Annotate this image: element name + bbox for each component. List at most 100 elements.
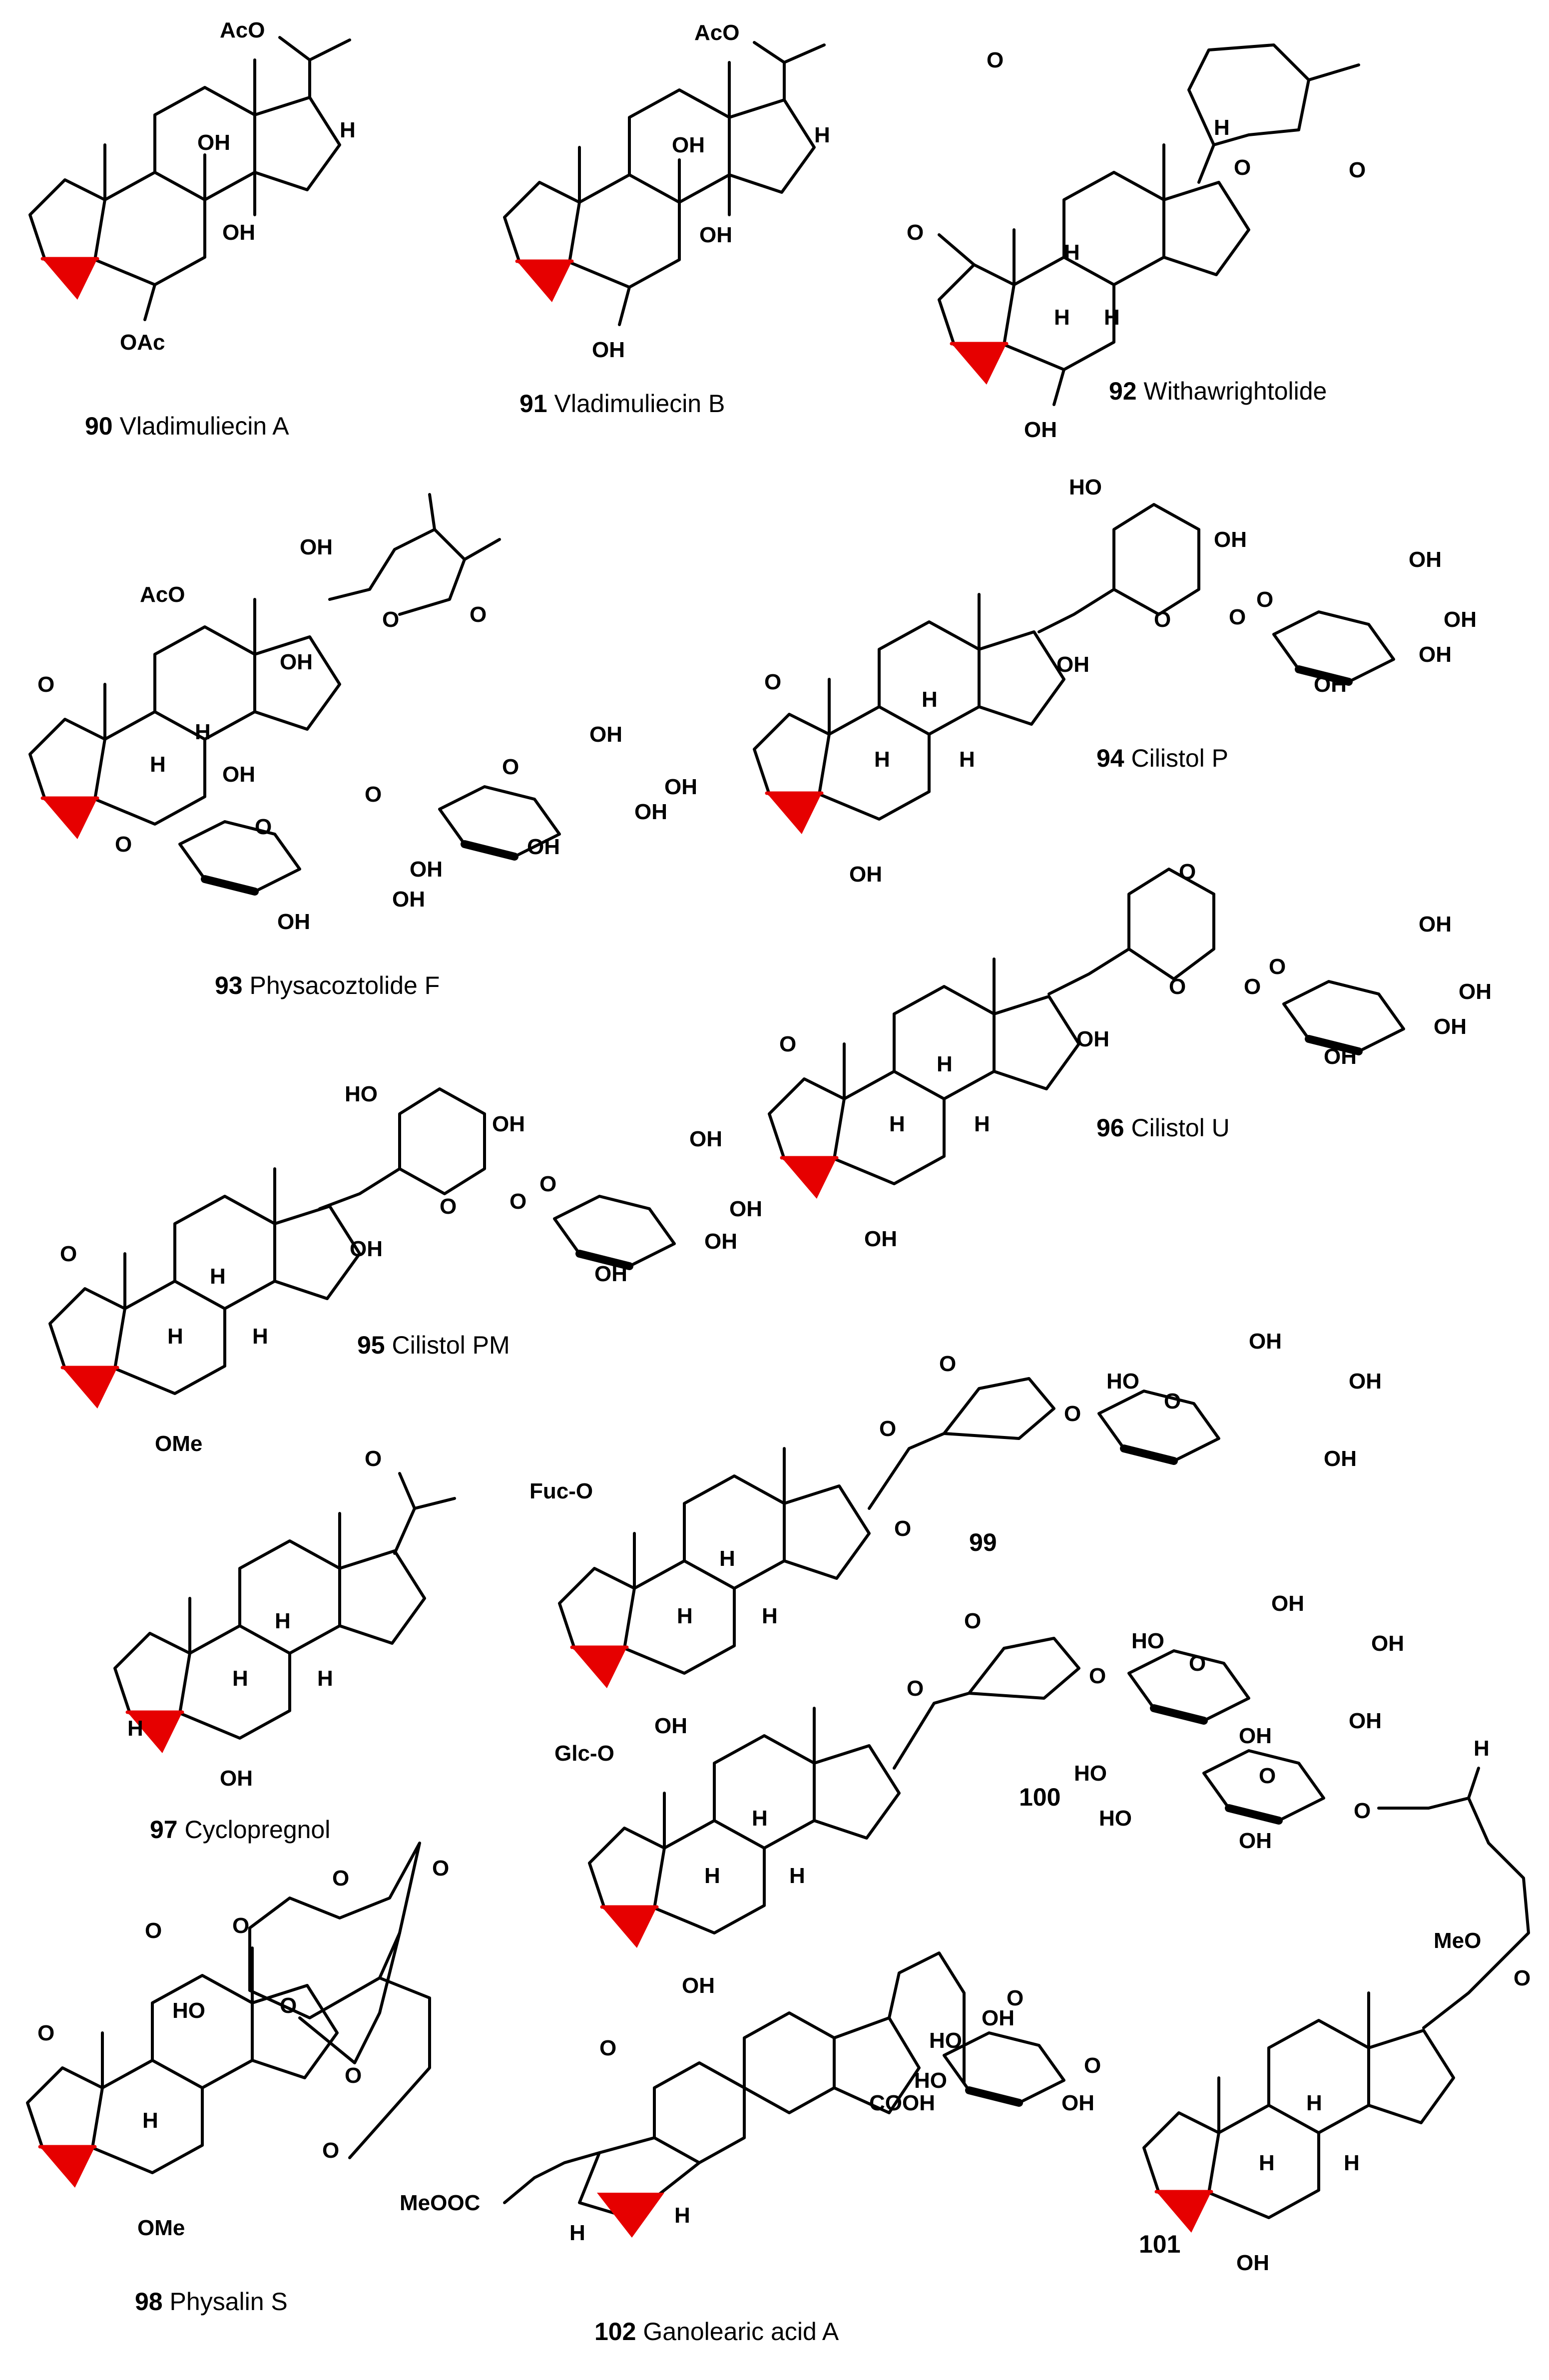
caption-97: 97 Cyclopregnol bbox=[150, 1816, 330, 1844]
h-label: H bbox=[340, 118, 356, 142]
oh-label: OH bbox=[1324, 1446, 1357, 1471]
o-label: O bbox=[1064, 1402, 1081, 1426]
h-label: H bbox=[922, 687, 938, 712]
oh-label: OH bbox=[1239, 1829, 1272, 1853]
ome-label: OMe bbox=[155, 1431, 202, 1456]
h-label: H bbox=[789, 1864, 805, 1888]
o-label: O bbox=[510, 1189, 526, 1214]
o-label: O bbox=[1349, 158, 1366, 182]
compound-name: Cilistol U bbox=[1131, 1114, 1230, 1142]
compound-number: 97 bbox=[150, 1816, 178, 1844]
caption-95: 95 Cilistol PM bbox=[357, 1331, 510, 1359]
o-label: O bbox=[879, 1417, 896, 1441]
oh-label: OH bbox=[492, 1112, 525, 1136]
oh-label: OH bbox=[634, 800, 667, 824]
oh-label: OH bbox=[280, 650, 313, 674]
compound-name: Ganolearic acid A bbox=[643, 2318, 839, 2346]
ho-label: HO bbox=[929, 2028, 962, 2053]
h-label: H bbox=[210, 1264, 226, 1289]
o-label: O bbox=[1269, 954, 1286, 979]
compound-number: 95 bbox=[357, 1331, 385, 1359]
compound-name: Withawrightolide bbox=[1144, 377, 1327, 405]
compound-number: 98 bbox=[135, 2288, 163, 2316]
oh-label: OH bbox=[222, 762, 255, 787]
oh-label: OH bbox=[1271, 1591, 1304, 1616]
o-label: O bbox=[115, 832, 132, 857]
oh-label: OH bbox=[1419, 642, 1452, 667]
compound-number: 94 bbox=[1096, 744, 1124, 772]
o-label: O bbox=[1089, 1664, 1106, 1688]
oh-label: OH bbox=[1434, 1014, 1467, 1039]
caption-90: 90 Vladimuliecin A bbox=[85, 412, 289, 440]
h-label: H bbox=[167, 1324, 183, 1349]
h-label: H bbox=[677, 1604, 693, 1628]
compound-92-structure: O OH H H H O H O O bbox=[907, 43, 1366, 442]
compound-number: 93 bbox=[215, 971, 243, 999]
compound-number: 92 bbox=[1109, 377, 1137, 405]
h-label: H bbox=[1306, 2091, 1322, 2115]
compound-number: 91 bbox=[519, 390, 547, 418]
compound-name: Physacoztolide F bbox=[250, 971, 440, 999]
ho-label: HO bbox=[1069, 475, 1102, 499]
o-label: O bbox=[322, 2138, 339, 2163]
compound-99-structure: Fuc-O H H H OH O O O O O HO OH OH OH bbox=[529, 1329, 1382, 1738]
oh-label: OH bbox=[1236, 2251, 1269, 2275]
o-label: O bbox=[1164, 1389, 1181, 1414]
o-label: O bbox=[1229, 605, 1246, 629]
h-label: H bbox=[1214, 115, 1230, 140]
oh-label: OH bbox=[699, 223, 732, 247]
oh-label: OH bbox=[589, 722, 622, 747]
h-label: H bbox=[150, 752, 166, 777]
h-label: H bbox=[569, 2221, 585, 2245]
o-label: O bbox=[345, 2063, 362, 2088]
oh-label: OH bbox=[1444, 607, 1477, 632]
h-label: H bbox=[232, 1666, 248, 1691]
o-label: O bbox=[779, 1032, 796, 1056]
oh-label: OH bbox=[277, 910, 310, 934]
oh-label: OH bbox=[527, 835, 560, 859]
oh-label: OH bbox=[682, 1973, 715, 1998]
h-label: H bbox=[1344, 2151, 1360, 2175]
o-label: O bbox=[1514, 1966, 1531, 1990]
caption-101: 101 bbox=[1139, 2230, 1180, 2258]
compound-name: Vladimuliecin A bbox=[120, 412, 290, 440]
o-label: O bbox=[60, 1242, 77, 1266]
o-label: O bbox=[1154, 607, 1171, 632]
caption-102: 102 Ganolearic acid A bbox=[594, 2318, 839, 2346]
compound-name: Cilistol P bbox=[1131, 744, 1228, 772]
oh-label: OH bbox=[1061, 2091, 1094, 2115]
h-label: H bbox=[127, 1716, 143, 1741]
o-label: O bbox=[232, 1913, 249, 1938]
compound-94-structure: O H H H OH OH HO OH O O O OH OH OH OH bbox=[754, 475, 1477, 887]
compound-name: Cilistol PM bbox=[392, 1331, 510, 1359]
o-label: O bbox=[1256, 587, 1273, 612]
compound-number: 90 bbox=[85, 412, 113, 440]
ho-label: HO bbox=[1099, 1806, 1132, 1831]
compound-number: 102 bbox=[594, 2318, 636, 2346]
h-label: H bbox=[1064, 240, 1080, 265]
oh-label: OH bbox=[222, 220, 255, 245]
oh-label: OH bbox=[300, 535, 333, 559]
oh-label: OH bbox=[1349, 1709, 1382, 1733]
h-label: H bbox=[1474, 1736, 1490, 1761]
o-label: O bbox=[907, 1676, 924, 1701]
h-label: H bbox=[874, 747, 890, 772]
caption-100: 100 bbox=[1019, 1783, 1060, 1811]
compound-number: 99 bbox=[969, 1528, 997, 1556]
caption-93: 93 Physacoztolide F bbox=[215, 971, 440, 999]
h-label: H bbox=[1259, 2151, 1275, 2175]
o-label: O bbox=[502, 755, 519, 779]
o-label: O bbox=[939, 1352, 956, 1376]
oh-label: OH bbox=[1459, 979, 1492, 1004]
o-label: O bbox=[440, 1194, 457, 1219]
oh-label: OH bbox=[197, 130, 230, 155]
o-label: O bbox=[1084, 2053, 1101, 2078]
h-label: H bbox=[1054, 305, 1070, 330]
compound-95-structure: O H H H OH OMe HO OH O O O OH OH OH OH bbox=[50, 1082, 762, 1456]
oh-label: OH bbox=[1056, 652, 1089, 677]
h-label: H bbox=[959, 747, 975, 772]
ho-label: HO bbox=[1131, 1629, 1164, 1653]
o-label: O bbox=[37, 672, 54, 697]
o-label: O bbox=[964, 1609, 981, 1633]
ho-label: HO bbox=[1106, 1369, 1139, 1394]
